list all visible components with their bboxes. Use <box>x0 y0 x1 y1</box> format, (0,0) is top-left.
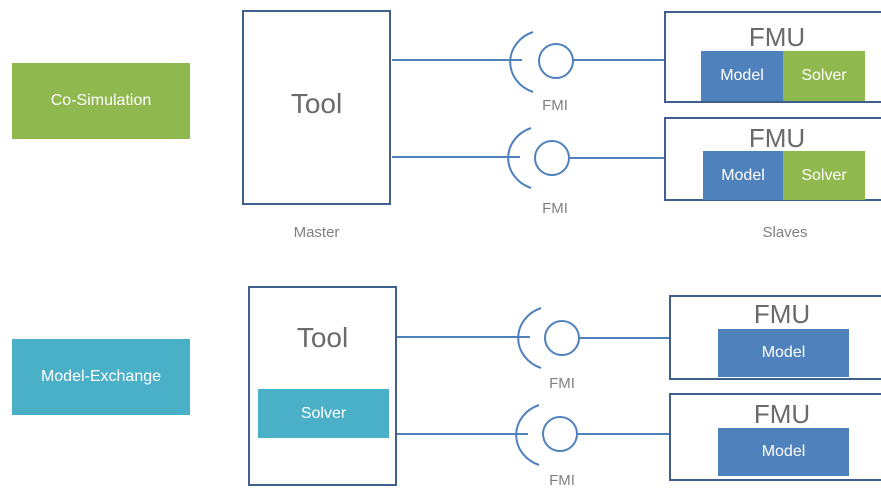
fmi-connector <box>392 31 665 93</box>
fmi-connector <box>396 404 670 466</box>
fmi-label: FMI <box>549 375 575 392</box>
fmi-connector <box>396 307 670 369</box>
co-simulation-label: Co-Simulation <box>12 63 190 139</box>
fmu-box: FMU Model <box>669 393 881 481</box>
fmi-label: FMI <box>542 200 568 217</box>
co-simulation-text: Co-Simulation <box>50 92 152 109</box>
model-block: Model <box>703 151 783 200</box>
model-exchange-label: Model-Exchange <box>12 339 190 415</box>
solver-block: Solver <box>783 51 865 101</box>
fmu-box: FMU Model <box>669 295 881 380</box>
model-exchange-text: Model-Exchange <box>40 368 162 385</box>
slaves-caption: Slaves <box>762 224 808 241</box>
master-caption: Master <box>293 224 340 241</box>
tool-title: Tool <box>296 322 349 353</box>
fmu-box: FMU Model Solver <box>664 117 881 201</box>
fmu-title: FMU <box>748 123 806 153</box>
tool-box: Tool Solver <box>248 286 397 486</box>
model-block: Model <box>718 329 849 377</box>
solver-block: Solver <box>258 389 389 438</box>
fmi-label: FMI <box>542 97 568 114</box>
solver-block: Solver <box>783 151 865 200</box>
model-block: Model <box>718 428 849 476</box>
fmu-title: FMU <box>753 299 811 329</box>
tool-title: Tool <box>290 88 343 119</box>
fmu-box: FMU Model Solver <box>664 11 881 103</box>
master-tool-box: Tool <box>242 10 391 205</box>
fmu-title: FMU <box>753 399 811 429</box>
fmi-connector <box>392 127 665 189</box>
fmi-label: FMI <box>549 472 575 489</box>
fmu-title: FMU <box>748 22 806 52</box>
model-block: Model <box>701 51 783 101</box>
